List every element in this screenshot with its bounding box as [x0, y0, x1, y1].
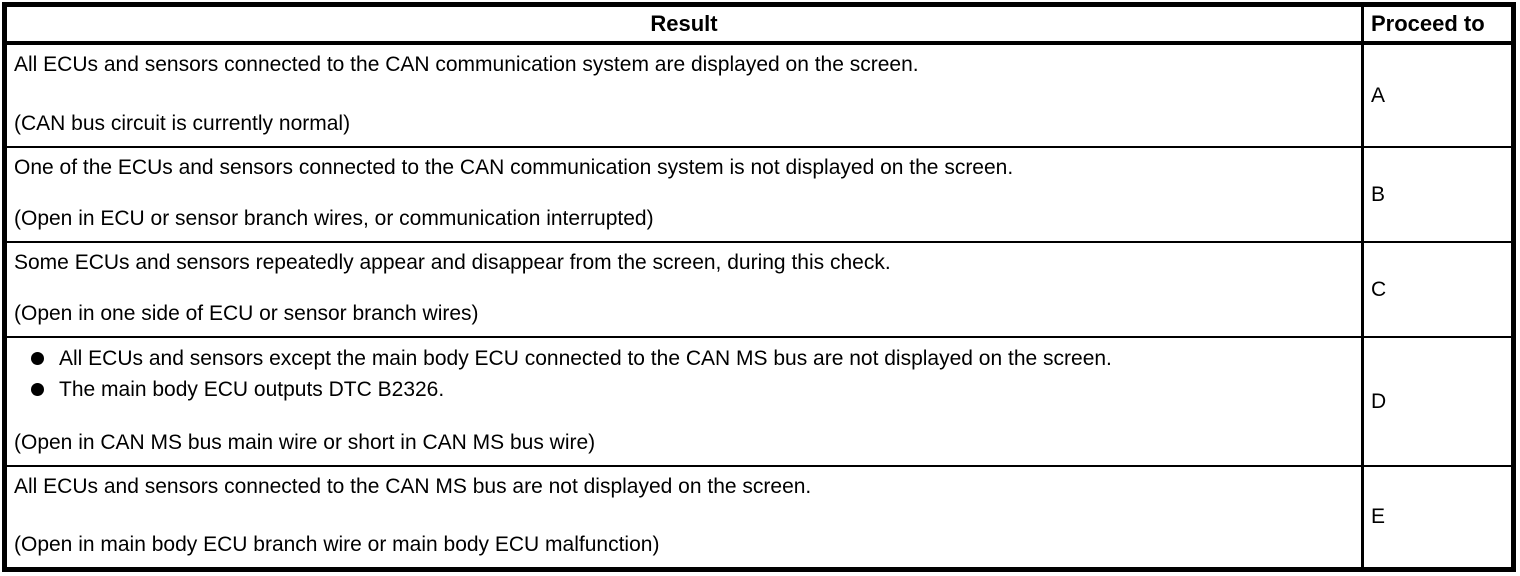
result-note-text: (Open in CAN MS bus main wire or short i…: [14, 431, 596, 454]
result-cell: Some ECUs and sensors repeatedly appear …: [7, 243, 1361, 336]
table-row-e: All ECUs and sensors connected to the CA…: [7, 467, 1511, 567]
bullet-icon: [31, 352, 44, 365]
proceed-cell: C: [1361, 243, 1511, 336]
result-main-text: All ECUs and sensors connected to the CA…: [14, 53, 919, 76]
result-main-text: One of the ECUs and sensors connected to…: [14, 156, 1014, 179]
column-header-result: Result: [650, 11, 718, 36]
proceed-cell: B: [1361, 148, 1511, 241]
bullet-icon: [31, 383, 44, 396]
result-bullet-list: All ECUs and sensors except the main bod…: [14, 343, 1351, 405]
proceed-cell: A: [1361, 45, 1511, 146]
table-row-c: Some ECUs and sensors repeatedly appear …: [7, 243, 1511, 338]
result-cell: All ECUs and sensors except the main bod…: [7, 338, 1361, 465]
proceed-cell: D: [1361, 338, 1511, 465]
table-row-b: One of the ECUs and sensors connected to…: [7, 148, 1511, 243]
result-note-text: (Open in one side of ECU or sensor branc…: [14, 302, 479, 325]
result-note-text: (CAN bus circuit is currently normal): [14, 112, 351, 135]
proceed-cell: E: [1361, 467, 1511, 567]
table-header-row: Result Proceed to: [7, 7, 1511, 45]
result-main-text: All ECUs and sensors connected to the CA…: [14, 475, 812, 498]
result-note-text: (Open in main body ECU branch wire or ma…: [14, 533, 660, 556]
bullet-text: The main body ECU outputs DTC B2326.: [59, 378, 445, 401]
result-note-text: (Open in ECU or sensor branch wires, or …: [14, 207, 654, 230]
result-cell: One of the ECUs and sensors connected to…: [7, 148, 1361, 241]
bullet-text: All ECUs and sensors except the main bod…: [59, 347, 1112, 370]
result-main-text: Some ECUs and sensors repeatedly appear …: [14, 251, 891, 274]
table-row-d: All ECUs and sensors except the main bod…: [7, 338, 1511, 467]
bullet-item: The main body ECU outputs DTC B2326.: [14, 374, 1351, 405]
result-cell: All ECUs and sensors connected to the CA…: [7, 467, 1361, 567]
table-row-a: All ECUs and sensors connected to the CA…: [7, 45, 1511, 148]
column-header-proceed-to: Proceed to: [1361, 7, 1511, 41]
bullet-item: All ECUs and sensors except the main bod…: [14, 343, 1351, 374]
result-cell: All ECUs and sensors connected to the CA…: [7, 45, 1361, 146]
